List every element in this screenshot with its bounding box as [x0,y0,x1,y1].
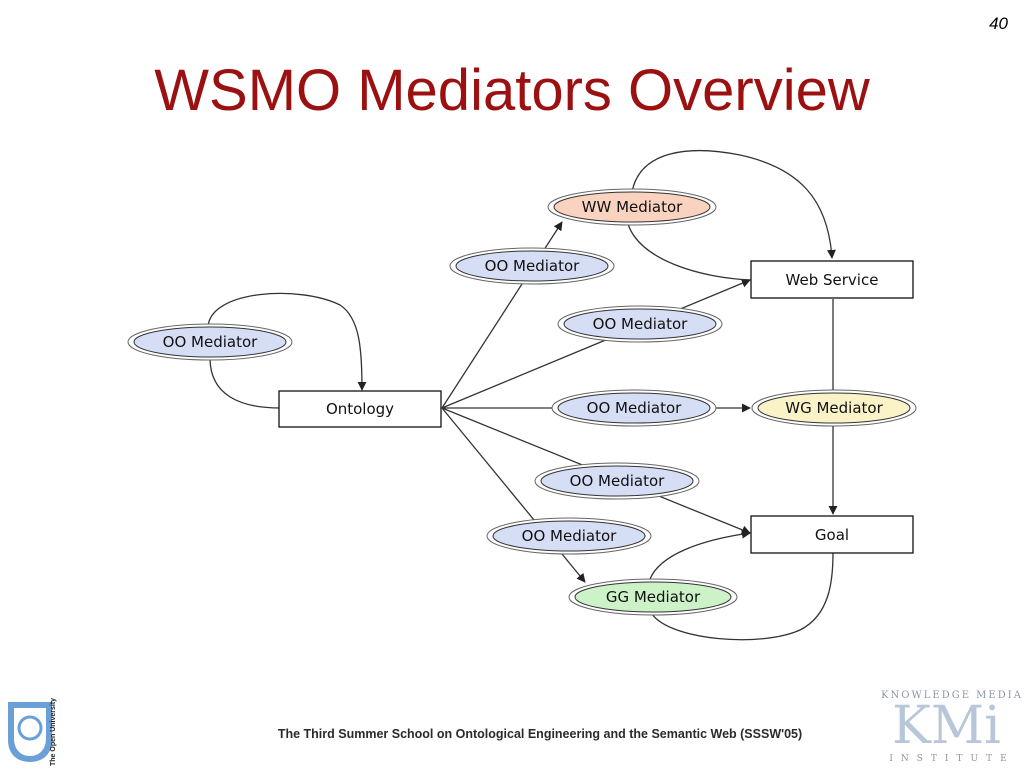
node-goal[interactable]: Goal [750,515,914,554]
oo-goal-label: OO Mediator [570,472,665,490]
mediator-oo-wg[interactable]: OO Mediator [551,389,717,427]
mediator-ww[interactable]: WW Mediator [547,188,717,226]
gg-label: GG Mediator [606,588,701,606]
oo-loop-label: OO Mediator [163,333,258,351]
mediator-wg[interactable]: WG Mediator [751,389,917,427]
oo-wg-label: OO Mediator [587,399,682,417]
slide-title: WSMO Mediators Overview [154,58,870,123]
kmi-bottom-text: INSTITUTE [889,754,1015,764]
oo-ws-mid-label: OO Mediator [593,315,688,333]
edge-oo-loop-in [209,357,281,409]
mediator-gg[interactable]: GG Mediator [568,578,738,616]
mediator-oo-goal[interactable]: OO Mediator [534,462,700,500]
kmi-top-text: KNOWLEDGE MEDIA [881,690,1023,701]
edge-ww-ws-in [627,223,753,281]
mediator-oo-loop[interactable]: OO Mediator [127,323,293,361]
mediator-oo-ws-mid[interactable]: OO Mediator [557,305,723,343]
footer-text: The Third Summer School on Ontological E… [277,727,803,741]
node-ontology[interactable]: Ontology [278,390,442,428]
oo-ws-top-label: OO Mediator [485,257,580,275]
kmi-wordmark: KMi [892,696,1001,756]
wg-label: WG Mediator [785,399,883,417]
page-number: 40 [989,14,1008,33]
mediator-oo-ws-top[interactable]: OO Mediator [449,247,615,285]
edge-gg-goal-out [649,529,751,580]
oo-gg-label: OO Mediator [522,527,617,545]
ww-label: WW Mediator [582,198,684,216]
edge-oo-loop-out [207,292,367,391]
ontology-label: Ontology [326,400,394,418]
goal-label: Goal [815,526,849,544]
mediator-oo-gg[interactable]: OO Mediator [486,517,652,555]
ou-shield-icon [8,702,52,762]
node-web-service[interactable]: Web Service [750,260,914,299]
kmi-logo: KNOWLEDGE MEDIA KMi INSTITUTE [880,690,1024,768]
edge-ww-ws-out [631,150,836,259]
mediators-diagram: Ontology Web Service Goal OO Mediator WW… [127,150,917,641]
web-service-label: Web Service [786,271,879,289]
open-university-logo [4,700,84,768]
edge-gg-goal-in [651,552,834,641]
edge-ontology-ws [441,278,751,409]
